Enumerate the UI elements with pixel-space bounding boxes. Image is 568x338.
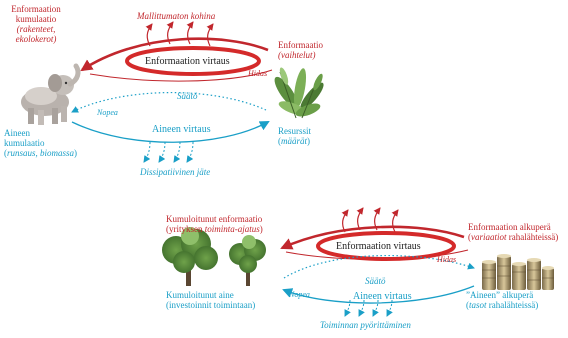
paren-open: ( [466, 300, 469, 311]
info-accumulation-line4: ekolokerot) [15, 34, 57, 45]
fern-leaves [274, 67, 324, 119]
resources-line1: Resurssit [278, 126, 312, 136]
accumulated-info-line1: Kumuloitunut enformaatio [166, 214, 263, 224]
resources-block: Resurssit (määrät) [278, 126, 311, 146]
matter-origin-line2: (tasot rahalähteissä) [466, 300, 538, 310]
economy-matter-flow-label: Aineen virtaus [353, 291, 412, 302]
info-origin-suffix: rahalähteissä) [506, 232, 559, 243]
matter-accumulation-line1: Aineen [4, 128, 30, 138]
info-origin-line1: Enformaation alkuperä [468, 222, 551, 232]
ecology-info-cycle [80, 37, 273, 82]
money-trees [162, 227, 266, 286]
info-origin-block: Enformaation alkuperä (variaatiot rahalä… [468, 222, 558, 242]
ecology-waste-arrows [143, 141, 194, 163]
info-accumulation-line2: kumulaatio [15, 14, 57, 25]
matter-origin-line1: ”Aineen” alkuperä [466, 290, 534, 300]
ecology-matter-flow-label: Aineen virtaus [152, 124, 211, 135]
ecology-noise-label: Mallittumaton kohina [137, 11, 216, 21]
matter-accumulation-detail: runsaus, biomassa [7, 148, 75, 159]
ecology-info-flow-label: Enformaation virtaus [145, 56, 230, 67]
economy-info-flow-label: Enformaation virtaus [336, 241, 421, 252]
ecology-info-flow-ellipse [125, 46, 261, 76]
matter-accumulation-line2: kumulaatio [4, 138, 45, 149]
accumulated-matter-line1: Kumuloitunut aine [166, 290, 234, 300]
info-source-block: Enformaatio (vaihtelut) [278, 40, 323, 60]
ecology-waste-label: Dissipatiivinen jäte [140, 167, 211, 177]
paren-open: ( [4, 148, 7, 159]
paren-close: ) [259, 224, 263, 235]
paren-close: ) [307, 136, 311, 147]
matter-accumulation-block: Aineen kumulaatio (runsaus, biomassa) [4, 128, 77, 158]
accumulated-info-detail: toiminta-ajatus [204, 224, 260, 235]
info-source-line2: (vaihtelut) [278, 50, 316, 61]
accumulated-matter-line2: (investoinnit toimintaan) [166, 300, 256, 311]
accumulated-info-prefix: (yrityksen [166, 224, 205, 235]
resources-line2: (määrät) [278, 136, 311, 146]
ecology-fast-label: Nopea [97, 108, 118, 117]
info-source-line1: Enformaatio [278, 40, 323, 50]
matter-accumulation-line3: (runsaus, biomassa) [4, 148, 77, 158]
economy-control-label: Säätö [365, 276, 386, 286]
matter-origin-suffix: rahalähteissä) [486, 300, 539, 311]
economy-cycling-label: Toiminnan pyörittäminen [320, 320, 411, 330]
economy-cycling-arrows [344, 299, 393, 317]
matter-origin-detail: tasot [469, 300, 487, 311]
ecology-control-label: Säätö [177, 91, 198, 101]
ecology-matter-cycle [71, 91, 270, 143]
ecology-noise-arrows [145, 21, 214, 47]
info-accumulation-block: Enformaation kumulaatio (rakenteet, ekol… [3, 4, 69, 44]
economy-fast-label: Nopea [289, 290, 310, 299]
paren-close: ) [74, 148, 78, 159]
ecology-slow-label: Hidas [248, 69, 268, 78]
accumulated-matter-block: Kumuloitunut aine (investoinnit toiminta… [166, 290, 255, 310]
economy-slow-label: Hidas [437, 255, 457, 264]
info-origin-detail: variaatiot [471, 232, 507, 243]
elephant-figurine [21, 63, 81, 125]
coin-stacks [482, 254, 554, 290]
accumulated-info-line2: (yrityksen toiminta-ajatus) [166, 224, 263, 234]
matter-origin-block: ”Aineen” alkuperä (tasot rahalähteissä) [466, 290, 538, 310]
economy-matter-cycle [282, 254, 475, 304]
paren-open: ( [468, 232, 471, 243]
accumulated-info-block: Kumuloitunut enformaatio (yrityksen toim… [166, 214, 263, 234]
paren-open: ( [278, 136, 281, 147]
economy-info-flow-ellipse [316, 231, 456, 261]
info-accumulation-line3: (rakenteet, [16, 24, 56, 35]
info-accumulation-line1: Enformaation [11, 4, 61, 14]
resources-detail: määrät [281, 136, 308, 147]
info-origin-line2: (variaatiot rahalähteissä) [468, 232, 558, 242]
